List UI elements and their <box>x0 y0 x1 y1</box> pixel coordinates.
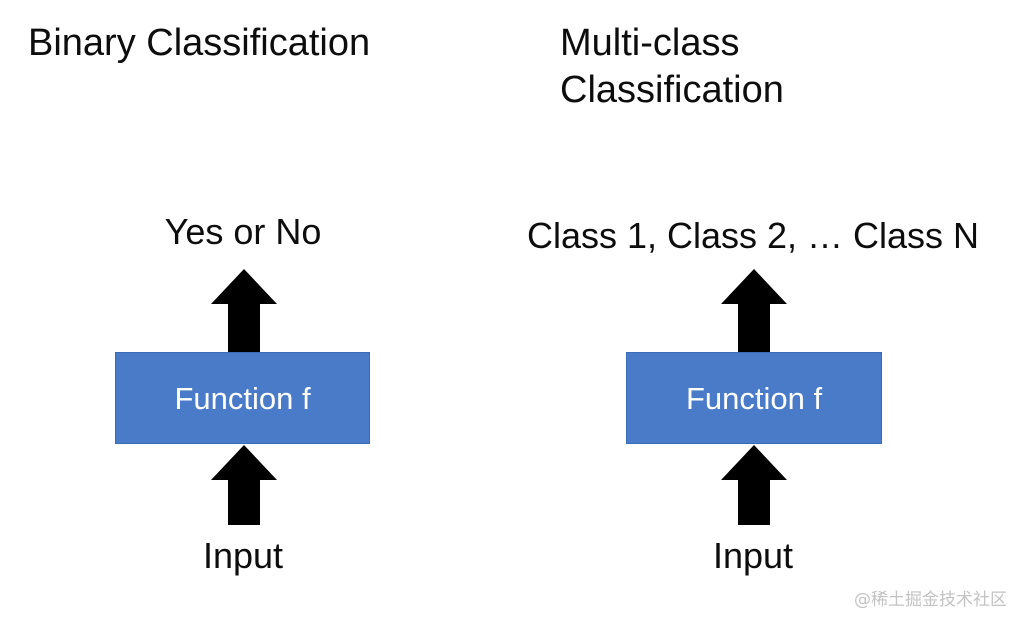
function-box-label-multiclass: Function f <box>685 380 823 416</box>
up-arrow-icon-output-multiclass <box>721 269 787 353</box>
watermark: @稀土掘金技术社区 <box>854 590 1007 610</box>
function-box-multiclass: Function f <box>626 352 882 444</box>
function-box-binary: Function f <box>115 352 370 444</box>
output-label-multiclass: Class 1, Class 2, … Class N <box>526 215 980 256</box>
up-arrow-icon-input-binary <box>211 445 277 525</box>
function-box-label-binary: Function f <box>174 380 311 416</box>
panel-title-multiclass: Multi-class Classification <box>560 22 784 111</box>
panel-title-binary: Binary Classification <box>28 22 371 64</box>
input-label-binary: Input <box>202 535 284 576</box>
up-arrow-icon-output-binary <box>211 269 277 353</box>
output-label-binary: Yes or No <box>164 211 322 252</box>
up-arrow-icon-input-multiclass <box>721 445 787 525</box>
input-label-multiclass: Input <box>712 535 794 576</box>
